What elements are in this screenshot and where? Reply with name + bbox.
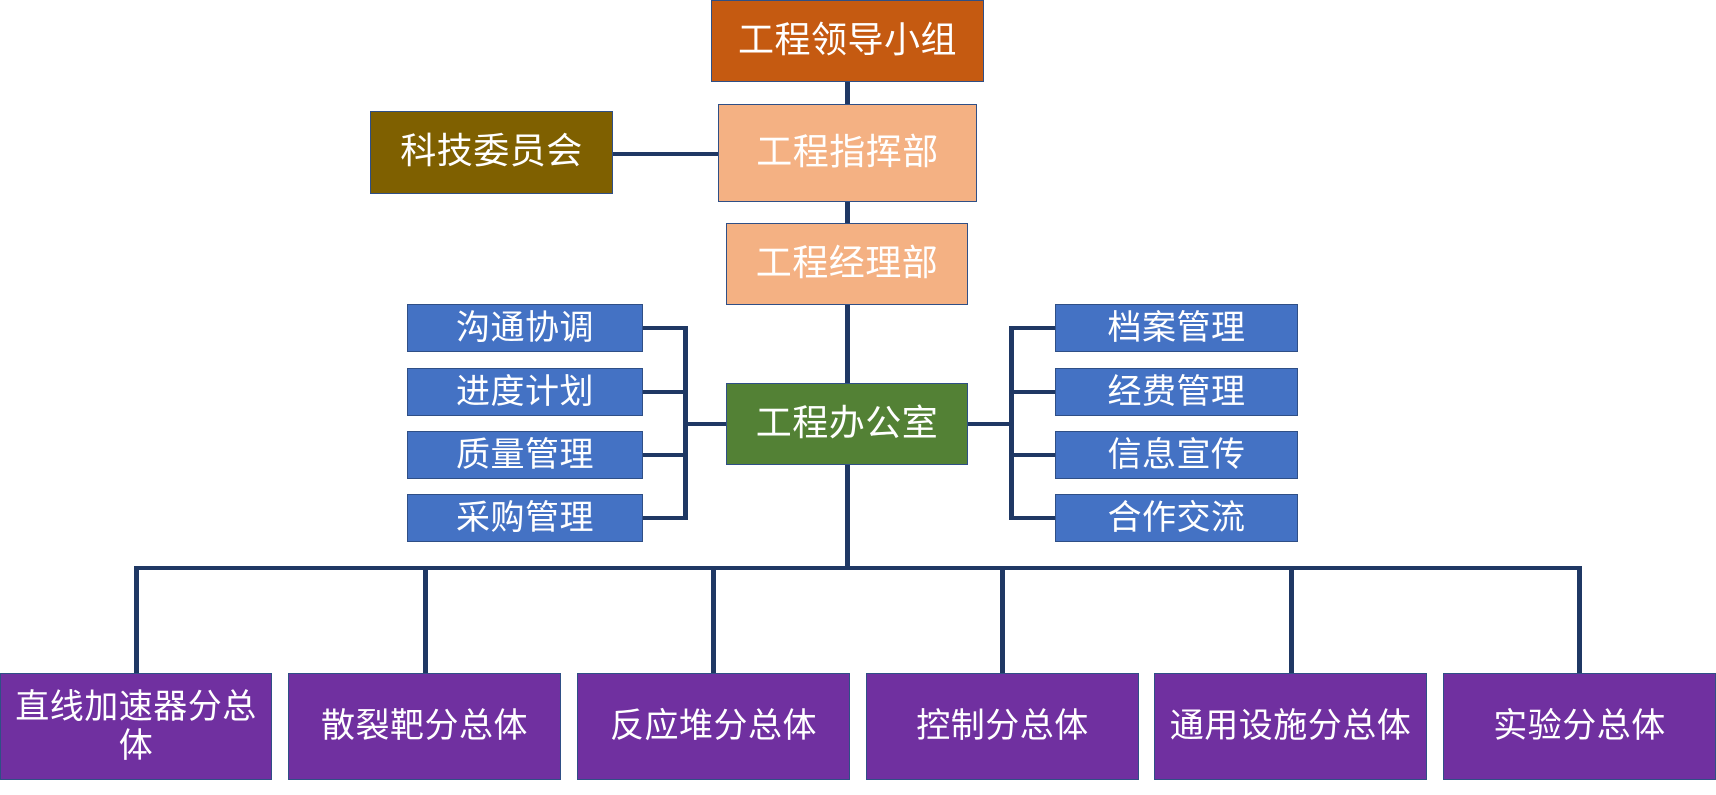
function-node: 采购管理 [407, 494, 643, 542]
connector-left-branch-2 [643, 390, 688, 394]
subsystem-node: 实验分总体 [1443, 673, 1716, 780]
connector-command-manager [845, 202, 850, 223]
subsystem-node: 控制分总体 [866, 673, 1139, 780]
connector-right-office [968, 422, 1013, 426]
connector-right-branch-2 [1009, 390, 1056, 394]
connector-lead-command [845, 82, 850, 105]
connector-subsystem-6 [1577, 566, 1582, 673]
office-node: 工程办公室 [726, 383, 968, 465]
function-node: 档案管理 [1055, 304, 1298, 352]
connector-subsystem-bus [134, 566, 1582, 570]
connector-subsystem-4 [1000, 566, 1005, 673]
subsystem-node: 通用设施分总体 [1154, 673, 1427, 780]
function-node: 合作交流 [1055, 494, 1298, 542]
connector-left-branch-3 [643, 453, 688, 457]
function-node: 沟通协调 [407, 304, 643, 352]
function-node: 质量管理 [407, 431, 643, 479]
manager-dept-node: 工程经理部 [726, 223, 968, 305]
subsystem-node: 散裂靶分总体 [288, 673, 561, 780]
science-committee-node: 科技委员会 [370, 111, 613, 194]
connector-right-branch-4 [1009, 516, 1056, 520]
connector-subsystem-1 [134, 566, 139, 673]
connector-manager-office [845, 305, 850, 383]
connector-right-branch-3 [1009, 453, 1056, 457]
connector-science-command [613, 152, 718, 156]
connector-left-branch-1 [643, 326, 688, 330]
connector-right-bus [1009, 326, 1014, 520]
function-node: 经费管理 [1055, 368, 1298, 416]
connector-subsystem-3 [711, 566, 716, 673]
connector-subsystem-5 [1289, 566, 1294, 673]
connector-left-office [683, 422, 727, 426]
subsystem-node: 反应堆分总体 [577, 673, 850, 780]
leadership-group-node: 工程领导小组 [711, 0, 984, 82]
connector-subsystem-2 [423, 566, 428, 673]
connector-left-branch-4 [643, 516, 688, 520]
function-node: 信息宣传 [1055, 431, 1298, 479]
connector-office-trunk [845, 465, 850, 569]
subsystem-node: 直线加速器分总体 [0, 673, 272, 780]
function-node: 进度计划 [407, 368, 643, 416]
connector-right-branch-1 [1009, 326, 1056, 330]
command-dept-node: 工程指挥部 [718, 104, 977, 202]
